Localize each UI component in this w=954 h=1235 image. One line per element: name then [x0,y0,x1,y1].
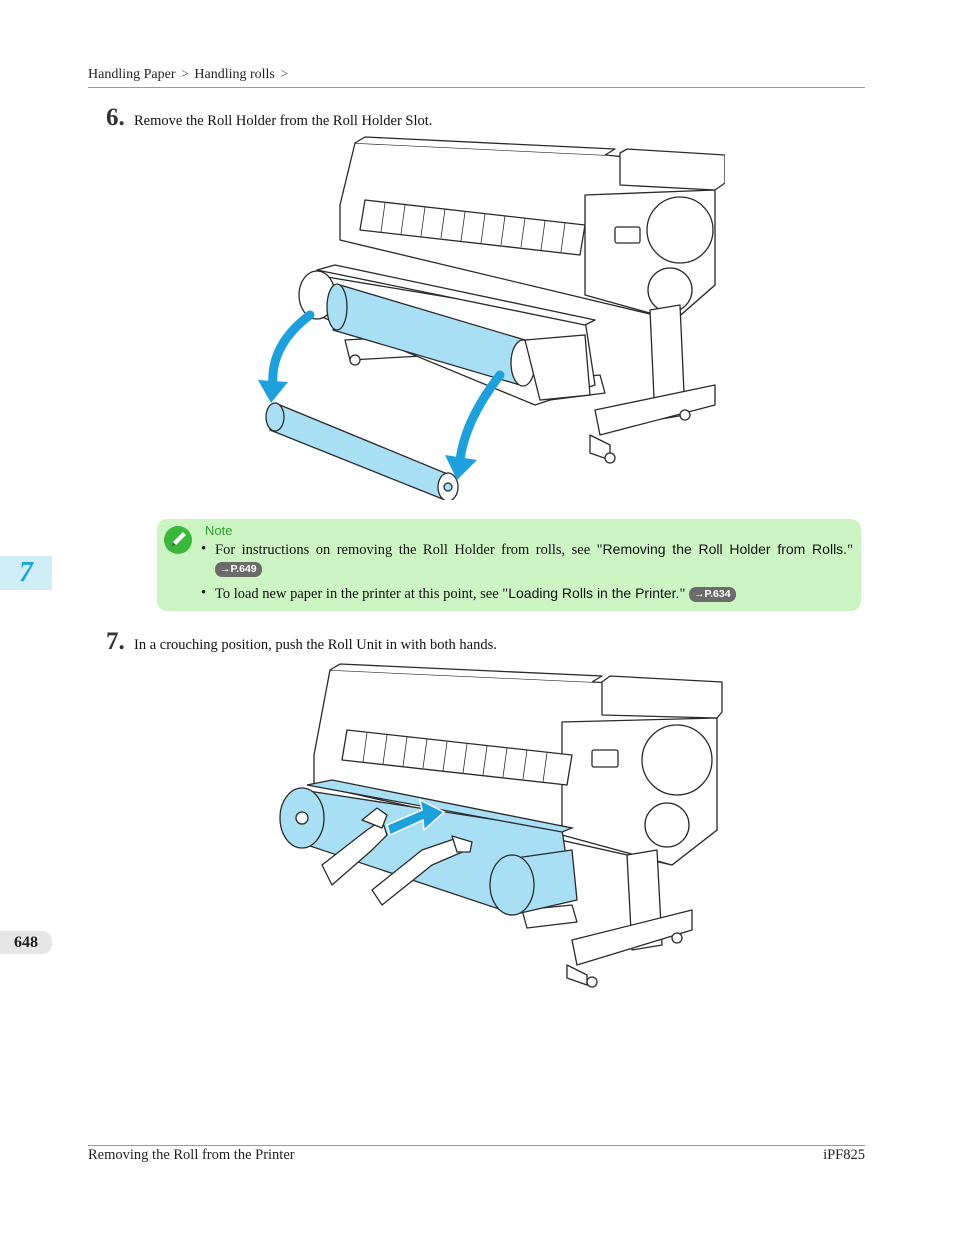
breadcrumb-link-handling-rolls[interactable]: Handling rolls [194,67,275,82]
note-item-text: To load new paper in the printer at this… [215,584,853,604]
note-item-suffix: " [679,586,686,602]
breadcrumb: Handling Paper > Handling rolls > [88,67,290,83]
page-ref-badge[interactable]: →P.649 [215,562,262,577]
note-item-link[interactable]: Loading Rolls in the Printer. [508,585,680,601]
header-rule [88,87,865,88]
step-number: 7. [106,628,125,655]
breadcrumb-link-handling-paper[interactable]: Handling Paper [88,67,176,82]
note-item: • For instructions on removing the Roll … [201,540,853,579]
note-label: Note [205,523,233,538]
step-7: 7. In a crouching position, push the Rol… [106,628,497,656]
page-ref-badge[interactable]: →P.634 [688,587,736,602]
chapter-tab[interactable]: 7 [0,556,52,590]
printer-illustration-2 [279,663,723,988]
note-item-prefix: For instructions on removing the Roll Ho… [215,542,603,558]
bullet: • [201,541,207,557]
page-number: 648 [14,933,38,951]
note-box: Note • For instructions on removing the … [157,519,861,611]
note-item-link[interactable]: Removing the Roll Holder from Rolls. [602,541,848,557]
chapter-number: 7 [19,557,33,588]
step-text: Remove the Roll Holder from the Roll Hol… [134,113,433,129]
figure-remove-roll-holder [255,135,725,500]
page-number-tab: 648 [0,931,52,954]
step-number: 6. [106,104,125,131]
breadcrumb-separator: > [180,67,189,82]
footer-title: Removing the Roll from the Printer [88,1147,295,1163]
figure-push-roll-unit [272,660,724,990]
step-6: 6. Remove the Roll Holder from the Roll … [106,104,432,132]
note-item: • To load new paper in the printer at th… [201,584,853,604]
note-item-prefix: To load new paper in the printer at this… [215,586,509,602]
pencil-note-icon [163,525,193,555]
footer-rule [88,1145,865,1146]
note-item-text: For instructions on removing the Roll Ho… [215,540,853,579]
step-text: In a crouching position, push the Roll U… [134,637,497,653]
printer-illustration-1 [258,136,725,500]
note-item-suffix: " [847,542,853,558]
footer-model: iPF825 [823,1147,865,1163]
bullet: • [201,585,207,601]
breadcrumb-separator: > [280,67,289,82]
